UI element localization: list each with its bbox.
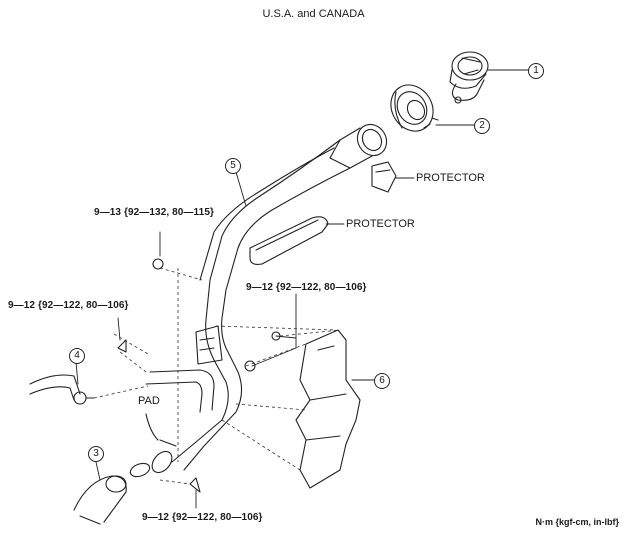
callout-1: 1 <box>528 63 544 79</box>
filler-ring-part <box>390 84 439 132</box>
torque-spec-2: 9—12 {92—122, 80—106} <box>8 300 129 311</box>
callout-4: 4 <box>69 348 85 364</box>
protector-mid-part <box>249 216 329 265</box>
protector-mid-label: PROTECTOR <box>346 218 415 230</box>
torque-spec-1: 9—13 {92—132, 80—115} <box>94 207 214 218</box>
callout-3: 3 <box>88 446 104 462</box>
callout-6: 6 <box>374 373 390 389</box>
pad-label: PAD <box>138 395 160 407</box>
diagram-title: U.S.A. and CANADA <box>262 8 365 20</box>
units-note: N·m {kgf-cm, in-lbf} <box>535 517 619 527</box>
fuel-cap-part <box>449 51 489 104</box>
protector-upper-label: PROTECTOR <box>416 172 485 184</box>
alignment-lines <box>93 267 341 485</box>
protector-upper-part <box>371 161 397 193</box>
callout-2: 2 <box>474 118 490 134</box>
rubber-hose-part <box>73 462 151 525</box>
bolt-fasteners <box>117 258 281 493</box>
filler-pipe-part <box>145 123 388 474</box>
hose-clamp-part <box>29 374 95 405</box>
torque-spec-4: 9—12 {92—122, 80—106} <box>142 512 263 523</box>
heat-shield-part <box>295 329 361 489</box>
torque-spec-3: 9—12 {92—122, 80—106} <box>246 282 367 293</box>
callout-5: 5 <box>225 158 241 174</box>
